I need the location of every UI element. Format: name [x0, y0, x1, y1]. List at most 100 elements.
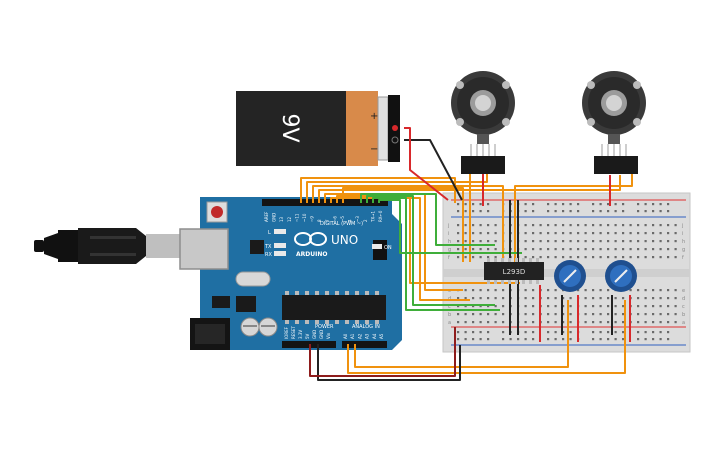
- breadboard-hole[interactable]: [532, 313, 535, 316]
- breadboard-hole[interactable]: [637, 232, 640, 235]
- breadboard-hole[interactable]: [584, 321, 587, 324]
- breadboard-hole[interactable]: [577, 240, 580, 243]
- breadboard-hole[interactable]: [659, 289, 662, 292]
- breadboard-hole[interactable]: [577, 210, 580, 213]
- breadboard-hole[interactable]: [554, 256, 557, 259]
- breadboard-hole[interactable]: [607, 297, 610, 300]
- breadboard-hole[interactable]: [532, 289, 535, 292]
- breadboard-hole[interactable]: [667, 232, 670, 235]
- breadboard-hole[interactable]: [547, 224, 550, 227]
- breadboard-hole[interactable]: [464, 289, 467, 292]
- breadboard-hole[interactable]: [524, 232, 527, 235]
- breadboard-hole[interactable]: [464, 240, 467, 243]
- breadboard-hole[interactable]: [607, 248, 610, 251]
- breadboard-hole[interactable]: [637, 256, 640, 259]
- breadboard-hole[interactable]: [569, 338, 572, 341]
- breadboard-hole[interactable]: [577, 232, 580, 235]
- breadboard-hole[interactable]: [487, 210, 490, 213]
- breadboard-hole[interactable]: [607, 289, 610, 292]
- breadboard-hole[interactable]: [592, 331, 595, 334]
- breadboard-hole[interactable]: [667, 321, 670, 324]
- breadboard-hole[interactable]: [479, 338, 482, 341]
- breadboard-hole[interactable]: [539, 248, 542, 251]
- breadboard-hole[interactable]: [479, 289, 482, 292]
- breadboard-hole[interactable]: [524, 313, 527, 316]
- breadboard-hole[interactable]: [652, 256, 655, 259]
- breadboard-hole[interactable]: [599, 331, 602, 334]
- breadboard-hole[interactable]: [569, 203, 572, 206]
- breadboard-hole[interactable]: [667, 210, 670, 213]
- breadboard-hole[interactable]: [479, 297, 482, 300]
- breadboard-hole[interactable]: [659, 297, 662, 300]
- breadboard-hole[interactable]: [494, 297, 497, 300]
- breadboard-hole[interactable]: [592, 256, 595, 259]
- breadboard-hole[interactable]: [569, 232, 572, 235]
- breadboard-hole[interactable]: [622, 305, 625, 308]
- breadboard-hole[interactable]: [562, 256, 565, 259]
- breadboard-hole[interactable]: [614, 240, 617, 243]
- breadboard-hole[interactable]: [502, 313, 505, 316]
- breadboard-hole[interactable]: [607, 203, 610, 206]
- breadboard-hole[interactable]: [622, 256, 625, 259]
- breadboard-hole[interactable]: [599, 313, 602, 316]
- breadboard-hole[interactable]: [577, 248, 580, 251]
- breadboard-hole[interactable]: [487, 240, 490, 243]
- breadboard-hole[interactable]: [667, 305, 670, 308]
- breadboard-hole[interactable]: [457, 210, 460, 213]
- breadboard-hole[interactable]: [524, 210, 527, 213]
- breadboard-hole[interactable]: [667, 248, 670, 251]
- breadboard-hole[interactable]: [487, 297, 490, 300]
- breadboard-hole[interactable]: [554, 297, 557, 300]
- breadboard-hole[interactable]: [599, 338, 602, 341]
- breadboard-hole[interactable]: [652, 297, 655, 300]
- breadboard-hole[interactable]: [479, 224, 482, 227]
- breadboard-hole[interactable]: [614, 224, 617, 227]
- breadboard-hole[interactable]: [629, 224, 632, 227]
- breadboard-hole[interactable]: [644, 297, 647, 300]
- breadboard-hole[interactable]: [614, 321, 617, 324]
- breadboard-hole[interactable]: [674, 240, 677, 243]
- breadboard-hole[interactable]: [599, 203, 602, 206]
- breadboard-hole[interactable]: [592, 248, 595, 251]
- breadboard-hole[interactable]: [644, 224, 647, 227]
- breadboard-hole[interactable]: [487, 338, 490, 341]
- breadboard-hole[interactable]: [464, 210, 467, 213]
- breadboard-hole[interactable]: [457, 305, 460, 308]
- breadboard-hole[interactable]: [479, 313, 482, 316]
- breadboard-hole[interactable]: [569, 313, 572, 316]
- breadboard-hole[interactable]: [487, 331, 490, 334]
- breadboard-hole[interactable]: [532, 203, 535, 206]
- breadboard-hole[interactable]: [592, 305, 595, 308]
- breadboard-hole[interactable]: [479, 232, 482, 235]
- breadboard-hole[interactable]: [599, 305, 602, 308]
- breadboard-hole[interactable]: [487, 256, 490, 259]
- breadboard-hole[interactable]: [509, 338, 512, 341]
- breadboard-hole[interactable]: [547, 203, 550, 206]
- breadboard-hole[interactable]: [644, 240, 647, 243]
- breadboard-hole[interactable]: [659, 256, 662, 259]
- breadboard-hole[interactable]: [457, 248, 460, 251]
- breadboard-hole[interactable]: [554, 313, 557, 316]
- breadboard-hole[interactable]: [652, 289, 655, 292]
- breadboard-hole[interactable]: [472, 232, 475, 235]
- breadboard-hole[interactable]: [464, 297, 467, 300]
- breadboard-hole[interactable]: [532, 248, 535, 251]
- breadboard-hole[interactable]: [584, 232, 587, 235]
- breadboard-hole[interactable]: [532, 321, 535, 324]
- breadboard-hole[interactable]: [562, 297, 565, 300]
- breadboard-hole[interactable]: [472, 248, 475, 251]
- breadboard-hole[interactable]: [652, 305, 655, 308]
- breadboard-hole[interactable]: [532, 338, 535, 341]
- breadboard-hole[interactable]: [494, 256, 497, 259]
- breadboard-hole[interactable]: [637, 248, 640, 251]
- breadboard-hole[interactable]: [659, 338, 662, 341]
- breadboard-hole[interactable]: [592, 321, 595, 324]
- breadboard-hole[interactable]: [494, 248, 497, 251]
- breadboard-hole[interactable]: [674, 224, 677, 227]
- breadboard-hole[interactable]: [494, 240, 497, 243]
- breadboard-hole[interactable]: [614, 305, 617, 308]
- breadboard-hole[interactable]: [614, 232, 617, 235]
- breadboard-hole[interactable]: [622, 248, 625, 251]
- breadboard-hole[interactable]: [479, 248, 482, 251]
- breadboard-hole[interactable]: [472, 203, 475, 206]
